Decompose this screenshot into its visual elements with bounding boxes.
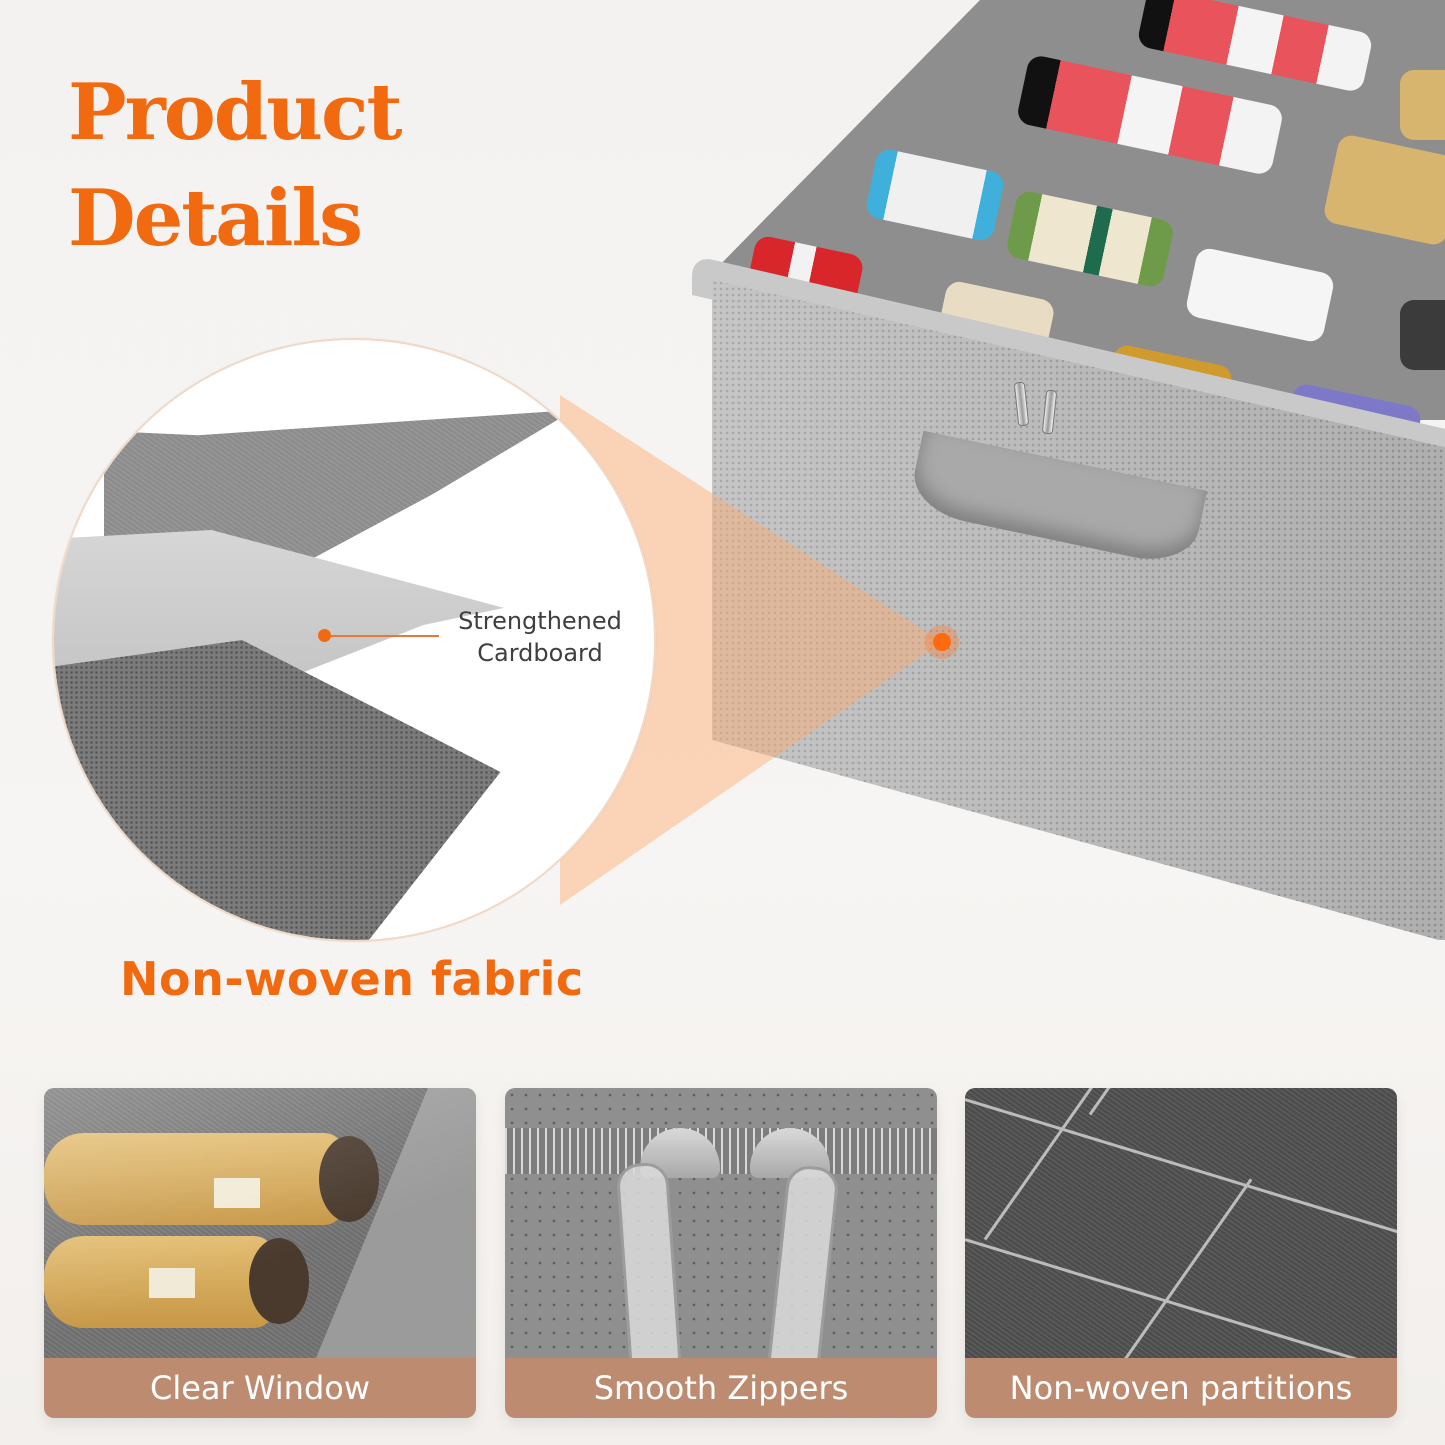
boot-1 (44, 1133, 344, 1225)
clear-window-sheen (44, 1088, 476, 1358)
shoe-tan-bag (1322, 132, 1445, 248)
shoe-dark (1400, 300, 1445, 370)
title-line-1: Product (68, 67, 403, 158)
feature-card-clear-window: Clear Window (44, 1088, 476, 1418)
partition-grid-icon (965, 1088, 1397, 1393)
zipper-pull-right (765, 1163, 841, 1385)
fabric-layer-bottom (54, 640, 501, 940)
shoe-green-cream (1004, 189, 1176, 289)
title-line-2: Details (68, 173, 363, 264)
shoe-white (1184, 246, 1336, 344)
shoe-red-white-2 (1015, 53, 1285, 177)
label-dot-icon (318, 629, 331, 642)
feature-caption: Clear Window (44, 1358, 476, 1418)
boots-in-clear-window-icon (44, 1088, 476, 1358)
zipper-teeth (505, 1128, 937, 1174)
cardboard-label: Strengthened Cardboard (458, 607, 622, 667)
feature-caption: Smooth Zippers (505, 1358, 937, 1418)
shoe-red-white-1 (1136, 0, 1374, 94)
page-title: Product Details (68, 60, 403, 272)
label-leader-line (331, 635, 439, 637)
shoe-tan-top (1400, 70, 1445, 140)
feature-card-non-woven-partitions: Non-woven partitions (965, 1088, 1397, 1418)
material-detail-circle: Strengthened Cardboard (52, 338, 656, 942)
callout-point-icon (925, 625, 959, 659)
feature-card-smooth-zippers: Smooth Zippers (505, 1088, 937, 1418)
fabric-caption: Non-woven fabric (120, 952, 584, 1006)
product-box-image (692, 0, 1445, 950)
feature-caption: Non-woven partitions (965, 1358, 1397, 1418)
zipper-pull-left (615, 1161, 683, 1381)
zipper-pulls-icon (505, 1088, 937, 1385)
shoe-blue-white (864, 147, 1006, 243)
